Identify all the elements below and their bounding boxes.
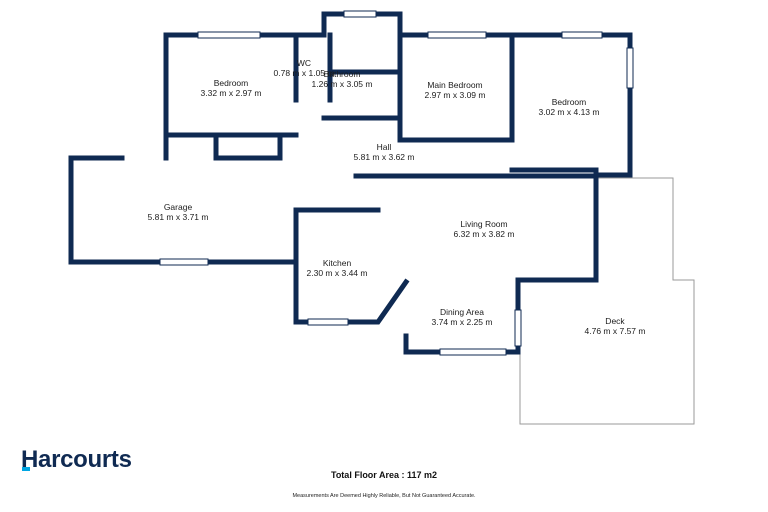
total-floor-area: Total Floor Area : 117 m2 — [330, 470, 438, 480]
brand-accent-mark — [22, 467, 30, 471]
walls — [68, 11, 633, 355]
brand-logo: Harcourts — [21, 446, 132, 473]
windows — [159, 10, 634, 356]
disclaimer-text: Measurements Are Deemed Highly Reliable,… — [292, 493, 476, 499]
deck-outline — [519, 177, 695, 425]
